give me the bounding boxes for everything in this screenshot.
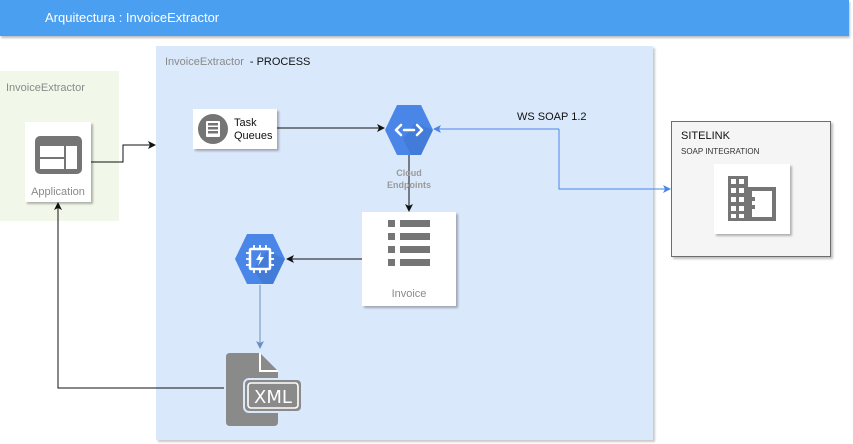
diagram-title: Arquitectura : InvoiceExtractor xyxy=(45,10,220,25)
sitelink-title: SITELINK xyxy=(681,130,730,142)
application-label: Application xyxy=(31,186,85,198)
application-window-icon xyxy=(35,136,82,174)
soap-edge-label: WS SOAP 1.2 xyxy=(517,111,587,123)
edge-application-to-process xyxy=(91,141,156,163)
edge-xml-to-application xyxy=(54,202,224,389)
title-bar xyxy=(0,0,849,36)
sitelink-subtitle: SOAP INTEGRATION xyxy=(681,147,760,156)
cloud-endpoints-label-line2: Endpoints xyxy=(387,180,431,190)
task-queues-icon xyxy=(198,114,228,144)
cloud-endpoints-icon[interactable] xyxy=(385,105,433,155)
xml-file-icon[interactable]: XML xyxy=(226,353,304,426)
cloud-endpoints-label-line1: Cloud xyxy=(396,168,422,178)
list-icon xyxy=(388,220,430,266)
building-icon xyxy=(728,176,776,221)
compute-engine-icon[interactable] xyxy=(235,234,285,284)
process-zone-label: InvoiceExtractor - PROCESS xyxy=(165,56,310,68)
edge-soap-to-sitelink xyxy=(558,129,671,193)
process-zone-suffix: - PROCESS xyxy=(249,56,311,68)
client-zone-label: InvoiceExtractor xyxy=(6,82,85,94)
task-queues-label-line1: Task xyxy=(234,117,257,129)
xml-badge-text: XML xyxy=(254,387,292,408)
invoice-label: Invoice xyxy=(391,288,427,300)
task-queues-label-line2: Queues xyxy=(234,130,273,142)
process-zone-name: InvoiceExtractor xyxy=(165,56,244,68)
